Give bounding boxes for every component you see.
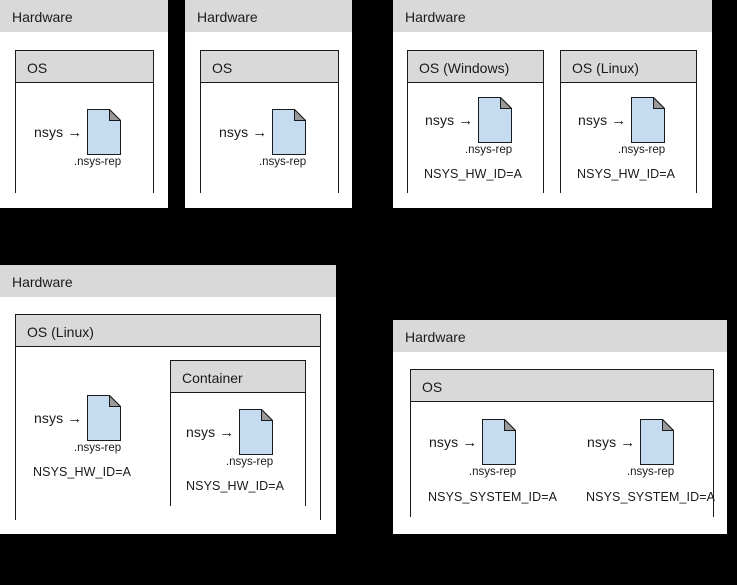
nsys-label: nsys (34, 410, 64, 426)
os-box-body: nsys → .nsys-rep (201, 83, 338, 193)
nsys-row: nsys → (186, 409, 274, 455)
os-linux-box-body: nsys → .nsys-rep NSYS_HW_ID=A (561, 83, 696, 193)
report-file-caption: .nsys-rep (73, 156, 122, 168)
os-windows-box: OS (Windows) nsys → .nsys-rep (407, 50, 544, 193)
os-windows-box-header: OS (Windows) (408, 51, 543, 83)
hardware-panel-5: Hardware OS nsys → .ns (393, 320, 727, 534)
panel-header-hardware: Hardware (393, 320, 727, 352)
document-icon (272, 109, 307, 155)
arrow-right-icon: → (67, 409, 83, 427)
os-linux-box-header: OS (Linux) (561, 51, 696, 83)
os-box-body: nsys → .nsys-rep (16, 83, 153, 193)
arrow-right-icon: → (219, 423, 235, 441)
panel-header-hardware: Hardware (0, 265, 336, 297)
nsys-run: nsys → .nsys-rep (34, 109, 122, 168)
document-icon (482, 419, 517, 465)
arrow-right-icon: → (252, 123, 268, 141)
nsys-label: nsys (219, 124, 249, 140)
nsys-label: nsys (429, 434, 459, 450)
hardware-panel-1: Hardware OS nsys → .nsys (0, 0, 168, 208)
hardware-panel-2: Hardware OS nsys → .nsys (185, 0, 352, 208)
nsys-row: nsys → (219, 109, 307, 155)
env-var-system-id: NSYS_SYSTEM_ID=A (428, 490, 558, 504)
nsys-label: nsys (34, 124, 64, 140)
os-linux-box: OS (Linux) nsys → .nsys-rep (560, 50, 697, 193)
report-file-caption: .nsys-rep (617, 144, 666, 156)
report-file-caption: .nsys-rep (464, 144, 513, 156)
nsys-run: nsys → .nsys-rep (429, 419, 517, 478)
arrow-right-icon: → (67, 123, 83, 141)
container-box: Container nsys → (170, 360, 306, 506)
nsys-run: nsys → .nsys-rep (34, 395, 122, 454)
panel-header-hardware: Hardware (393, 0, 712, 32)
panel-body: OS nsys → .nsys-rep (393, 352, 727, 534)
nsys-label: nsys (425, 112, 455, 128)
report-file-caption: .nsys-rep (73, 442, 122, 454)
document-icon (640, 419, 675, 465)
nsys-run: nsys → .nsys-rep (578, 97, 666, 156)
panel-body: OS nsys → .nsys-rep (0, 32, 168, 208)
panel-body: OS (Linux) nsys → .nsys-rep (0, 297, 336, 534)
container-box-body: nsys → .nsys-rep (171, 393, 305, 506)
env-var-system-id: NSYS_SYSTEM_ID=A (586, 490, 716, 504)
os-box-header: OS (411, 370, 713, 402)
os-linux-host-box-header: OS (Linux) (16, 315, 320, 347)
arrow-right-icon: → (462, 433, 478, 451)
os-box: OS nsys → .nsys-rep (15, 50, 154, 193)
panel-body: OS nsys → .nsys-rep (185, 32, 352, 208)
arrow-right-icon: → (458, 111, 474, 129)
report-file-caption: .nsys-rep (626, 466, 675, 478)
panel-header-hardware: Hardware (0, 0, 168, 32)
nsys-label: nsys (587, 434, 617, 450)
document-icon (631, 97, 666, 143)
env-var-hw-id: NSYS_HW_ID=A (33, 465, 132, 479)
env-var-hw-id: NSYS_HW_ID=A (424, 167, 523, 181)
nsys-row: nsys → (429, 419, 517, 465)
os-box-header: OS (201, 51, 338, 83)
container-box-header: Container (171, 361, 305, 393)
document-icon (478, 97, 513, 143)
nsys-row: nsys → (34, 109, 122, 155)
os-box: OS nsys → .nsys-rep (410, 369, 716, 517)
nsys-label: nsys (578, 112, 608, 128)
os-box-body: nsys → .nsys-rep NSYS_SYSTEM_ID=A (411, 402, 716, 517)
panel-header-hardware: Hardware (185, 0, 352, 32)
document-icon (87, 109, 122, 155)
os-linux-host-box: OS (Linux) nsys → .nsys-rep (15, 314, 321, 520)
os-windows-box-body: nsys → .nsys-rep NSYS_HW_ID=A (408, 83, 543, 193)
arrow-right-icon: → (611, 111, 627, 129)
os-linux-host-box-body: nsys → .nsys-rep NSYS_HW_ID=A Container (16, 347, 320, 520)
report-file-caption: .nsys-rep (225, 456, 274, 468)
env-var-hw-id: NSYS_HW_ID=A (186, 479, 285, 493)
document-icon (87, 395, 122, 441)
document-icon (239, 409, 274, 455)
nsys-label: nsys (186, 424, 216, 440)
nsys-run: nsys → .nsys-rep (219, 109, 307, 168)
panel-body: OS (Windows) nsys → .nsys-rep (393, 32, 712, 208)
arrow-right-icon: → (620, 433, 636, 451)
nsys-row: nsys → (34, 395, 122, 441)
nsys-run: nsys → .nsys-rep (587, 419, 675, 478)
env-var-hw-id: NSYS_HW_ID=A (577, 167, 676, 181)
nsys-row: nsys → (425, 97, 513, 143)
hardware-panel-3: Hardware OS (Windows) nsys → (393, 0, 712, 208)
hardware-panel-4: Hardware OS (Linux) nsys → (0, 265, 336, 534)
report-file-caption: .nsys-rep (468, 466, 517, 478)
os-box: OS nsys → .nsys-rep (200, 50, 339, 193)
os-box-header: OS (16, 51, 153, 83)
nsys-row: nsys → (578, 97, 666, 143)
nsys-run: nsys → .nsys-rep (186, 409, 274, 468)
nsys-row: nsys → (587, 419, 675, 465)
nsys-run: nsys → .nsys-rep (425, 97, 513, 156)
report-file-caption: .nsys-rep (258, 156, 307, 168)
